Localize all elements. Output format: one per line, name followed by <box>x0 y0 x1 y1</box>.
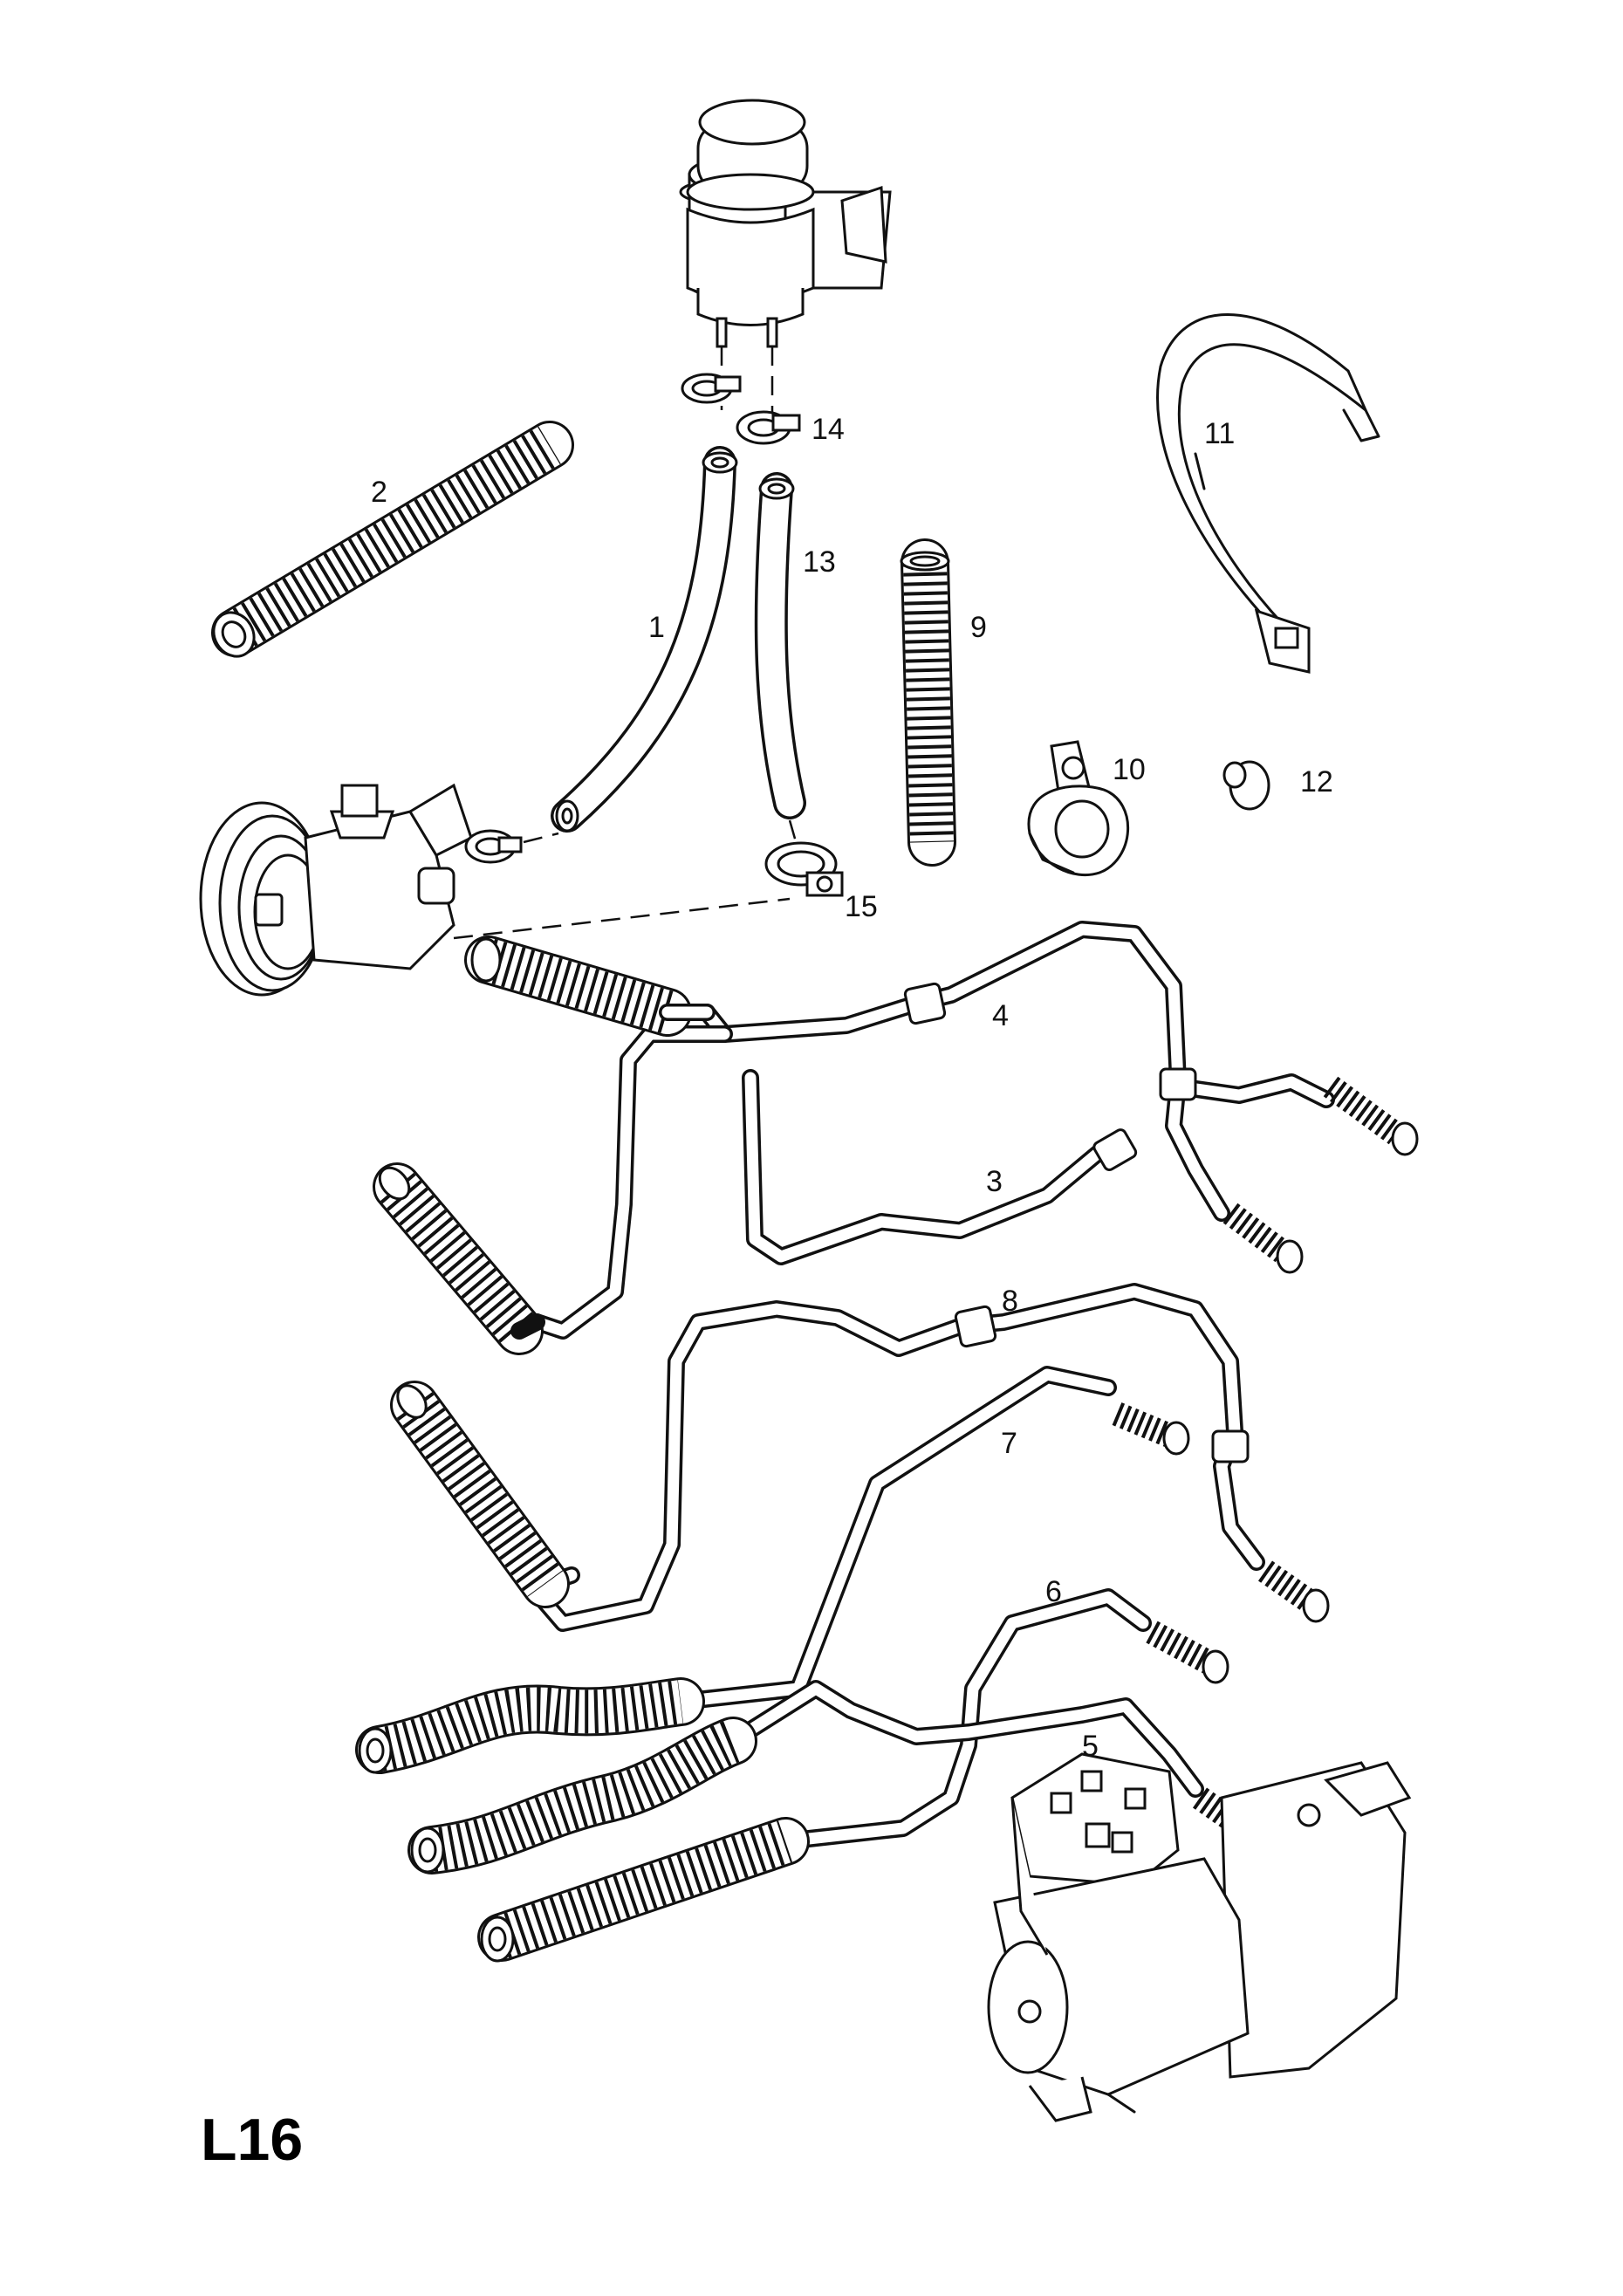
plug-12 <box>1222 760 1270 811</box>
protective-sleeve-2 <box>211 421 574 658</box>
pipe-hose-sections <box>355 936 810 1963</box>
callout-1: 1 <box>648 611 665 644</box>
callout-6: 6 <box>1045 1575 1062 1608</box>
callout-9: 9 <box>970 611 987 644</box>
hose-clamp-14 <box>681 373 801 445</box>
callout-15: 15 <box>845 890 878 923</box>
hose-clamp-15 <box>764 841 844 897</box>
callout-12: 12 <box>1300 765 1333 798</box>
pipe-4 <box>528 921 1335 1340</box>
pipe-7 <box>672 1366 1117 1710</box>
steering-gear <box>987 1752 1412 2122</box>
pipe-8 <box>528 1283 1265 1632</box>
hose-1 <box>551 446 738 833</box>
power-steering-pump <box>199 783 791 997</box>
callout-10: 10 <box>1113 753 1146 786</box>
callout-7: 7 <box>1001 1427 1017 1460</box>
protective-sleeve-9 <box>900 538 956 867</box>
callout-3: 3 <box>986 1165 1003 1198</box>
hose-13 <box>754 472 806 852</box>
pipe-5 <box>724 1680 1204 1798</box>
callout-2: 2 <box>371 476 387 509</box>
callout-8: 8 <box>1002 1285 1018 1318</box>
bracket-10 <box>1027 740 1130 877</box>
fluid-reservoir <box>679 99 892 436</box>
callout-labels: 1 2 3 4 5 6 7 8 9 10 11 12 13 14 15 <box>371 413 1333 1763</box>
callout-4: 4 <box>992 999 1009 1032</box>
threaded-fittings <box>1112 1076 1419 1850</box>
callout-11: 11 <box>1204 417 1235 450</box>
callout-13: 13 <box>803 545 836 579</box>
callout-14: 14 <box>812 413 845 446</box>
pipe-6 <box>777 1588 1152 1850</box>
callout-5: 5 <box>1082 1730 1099 1763</box>
strap-11 <box>1156 313 1380 674</box>
diagram-code: L16 <box>201 2107 303 2173</box>
pipe-3 <box>742 1069 1138 1265</box>
